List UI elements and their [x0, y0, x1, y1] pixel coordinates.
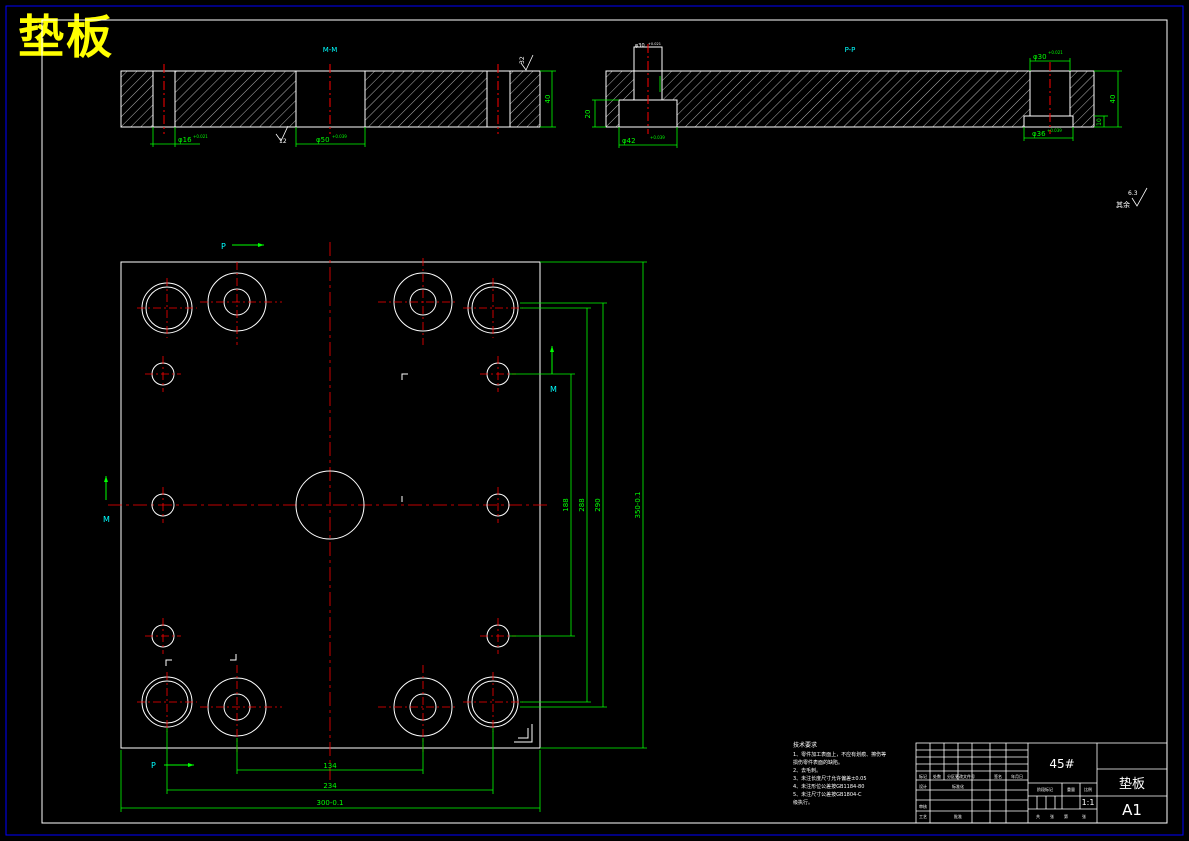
approval-standard: 标准化: [952, 783, 964, 789]
title-block-label-5: 年月日: [1011, 773, 1023, 779]
weight-label: 重量: [1067, 786, 1075, 792]
tech-line-6: 5、未注尺寸公差按GB1804-C: [793, 791, 862, 798]
tech-line-4: 3、未注长度尺寸允许偏差±0.05: [793, 775, 867, 782]
sheet-unit-1: 张: [1050, 813, 1054, 819]
roughness-note-label: 其余: [1116, 200, 1130, 209]
title-block: 标记 处数 分区 更改文件号 签名 年月日 设计 标准化 审核 工艺 批准 45…: [915, 742, 1168, 824]
dim-hole30: φ30: [1033, 53, 1047, 61]
dim-step42-tol: +0.039: [650, 135, 665, 140]
roughness-symbol-top: [520, 54, 534, 71]
section-marker-m-right: M: [550, 346, 557, 394]
section-marker-m-left: M: [103, 476, 110, 524]
sheet-size: A1: [1122, 801, 1142, 819]
title-block-label-3: 更改文件号: [955, 773, 975, 779]
dim-bore50-tol: +0.039: [332, 134, 347, 139]
drawing-title: 垫板: [18, 10, 114, 64]
tech-line-2: 损伤零件表面的缺陷。: [793, 759, 843, 766]
scale-label: 比例: [1084, 786, 1092, 792]
material: 45#: [1049, 757, 1074, 771]
stage-label: 阶段标记: [1037, 786, 1053, 792]
approval-approve: 批准: [954, 813, 962, 819]
section-marker-p-top: P: [221, 242, 264, 251]
section-mark-p-bottom: P: [151, 761, 156, 770]
dim-300: 300-0.1: [316, 799, 343, 807]
dim-hole16-tol: +0.021: [193, 134, 208, 139]
dim-depth20: 20: [584, 110, 592, 119]
dim-188: 188: [562, 498, 570, 511]
roughness-value-bottom: 12: [279, 138, 287, 145]
central-bore: [295, 470, 365, 540]
dim-boss30: φ30: [635, 43, 645, 49]
section-mark-m-right: M: [550, 385, 557, 394]
approval-review: 审核: [919, 803, 927, 809]
title-block-label-4: 签名: [994, 773, 1002, 779]
dim-step36: φ36: [1032, 130, 1046, 138]
dim-bore50: φ50: [316, 136, 330, 144]
plan-view: P P M M: [103, 242, 647, 812]
sheet-unit-2: 张: [1082, 813, 1086, 819]
dim-290: 290: [594, 498, 602, 511]
part-name: 垫板: [1119, 776, 1145, 792]
section-label-p: P-P: [845, 46, 856, 54]
dim-thickness-p: 40: [1109, 95, 1117, 104]
sheet-total: 共: [1036, 813, 1040, 819]
tech-requirements: 技术要求 1、零件加工表面上，不应有划痕、擦伤等 损伤零件表面的缺陷。 2、去毛…: [793, 741, 886, 806]
dim-depth10: 10: [1096, 118, 1103, 126]
dim-350: 350-0.1: [634, 491, 642, 518]
roughness-note-value: 6.3: [1128, 190, 1138, 197]
roughness-value-top: 32: [519, 56, 526, 64]
approval-process: 工艺: [919, 814, 927, 819]
inner-frame: [41, 19, 1168, 824]
dim-hole16: φ16: [178, 136, 192, 144]
title-block-label-1: 处数: [933, 773, 941, 779]
scale-value: 1:1: [1082, 798, 1095, 807]
title-block-label-0: 标记: [919, 773, 927, 779]
section-label-m: M-M: [323, 46, 338, 54]
section-mark-m-left: M: [103, 515, 110, 524]
title-block-label-2: 分区: [947, 773, 955, 779]
tech-line-3: 2、去毛刺。: [793, 767, 821, 774]
roughness-note: 其余 6.3: [1116, 187, 1148, 209]
section-m-m: M-M φ16 +0.021 φ50 +0.039 40 12 32: [120, 46, 556, 147]
tech-line-5: 4、未注形位公差按GB1184-80: [793, 783, 864, 790]
dim-boss30-tol: +0.021: [648, 42, 661, 46]
dim-234: 234: [323, 782, 337, 790]
tech-requirements-heading: 技术要求: [793, 741, 817, 749]
tech-line-7: 级执行。: [793, 799, 813, 806]
dim-hole30-tol: +0.021: [1048, 50, 1063, 55]
dim-step36-tol: +0.039: [1047, 128, 1062, 133]
section-marker-p-bottom: P: [151, 761, 194, 770]
dim-134: 134: [323, 762, 337, 770]
dim-288: 288: [578, 498, 586, 511]
sheet-no: 第: [1064, 813, 1068, 819]
outer-frame: [5, 5, 1184, 836]
dim-step42: φ42: [622, 137, 636, 145]
dim-thickness-m: 40: [544, 95, 552, 104]
tech-line-1: 1、零件加工表面上，不应有划痕、擦伤等: [793, 751, 886, 758]
roughness-symbol-bottom: [275, 125, 289, 142]
approval-design: 设计: [919, 783, 927, 789]
section-mark-p-top: P: [221, 242, 226, 251]
section-p-p: P-P φ30 +0.021 φ42 +0.039 φ36 +0.039 φ30…: [584, 42, 1122, 148]
